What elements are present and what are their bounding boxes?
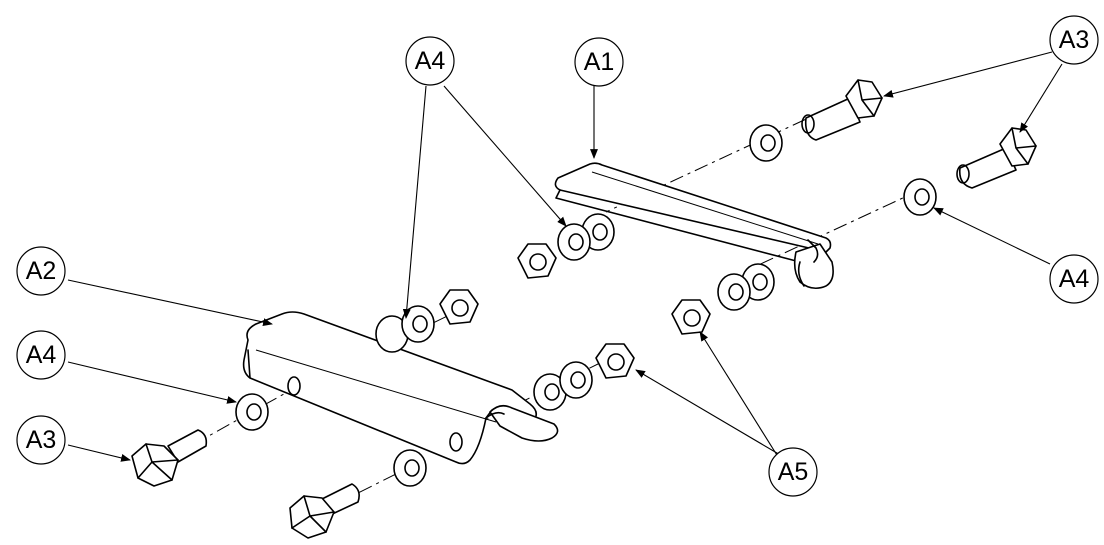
svg-text:A4: A4	[415, 47, 446, 75]
svg-text:A4: A4	[1059, 265, 1090, 293]
callout-a2: A2	[16, 246, 66, 296]
leader-lines	[67, 51, 1063, 462]
part-a2-bracket	[242, 311, 559, 465]
callout-a3-left: A3	[16, 415, 66, 465]
callout-a4-top: A4	[405, 36, 455, 86]
callout-a3-top: A3	[1049, 15, 1099, 65]
svg-text:A1: A1	[584, 48, 615, 76]
svg-text:A2: A2	[26, 257, 57, 285]
svg-text:A4: A4	[26, 341, 57, 369]
svg-text:A5: A5	[778, 458, 809, 486]
nuts	[439, 243, 711, 379]
washers	[235, 124, 937, 487]
callout-a4-left: A4	[16, 330, 66, 380]
svg-text:A3: A3	[26, 426, 57, 454]
bolt-a3-top-1	[801, 79, 883, 141]
bolt-a3-top-2	[956, 127, 1037, 189]
callout-a5: A5	[768, 447, 818, 497]
callout-a1: A1	[574, 37, 624, 87]
bolt-bottom	[289, 483, 360, 539]
callout-a4-right: A4	[1049, 254, 1099, 304]
svg-text:A3: A3	[1059, 26, 1090, 54]
bolt-a3-left	[131, 429, 208, 487]
axis-lines	[179, 107, 921, 513]
part-a1-link-bar	[554, 162, 834, 290]
